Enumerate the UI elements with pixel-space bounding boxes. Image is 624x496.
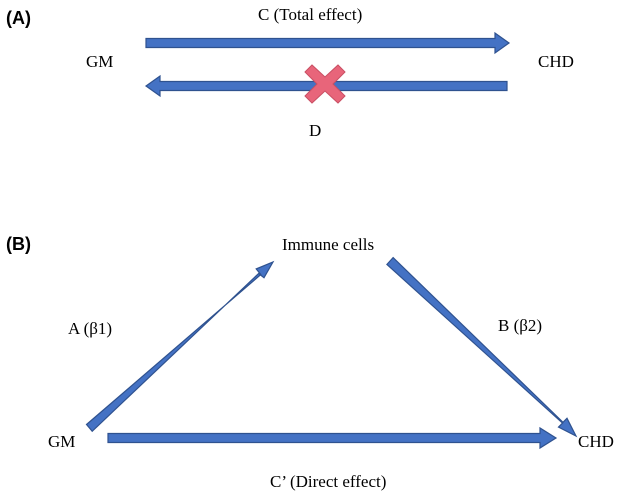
- total-effect-arrow-shape: [145, 31, 511, 55]
- panel-b-label: (B): [6, 234, 31, 254]
- panel-a-chd-node: CHD: [538, 52, 574, 71]
- reverse-effect-label: D: [309, 121, 321, 140]
- panel-a: (A) GM CHD C (Total effect) D: [6, 5, 574, 140]
- direct-effect-arrow: [107, 426, 558, 450]
- path-a-arrow-shape: [85, 260, 275, 433]
- total-effect-arrow: [145, 31, 511, 55]
- direct-effect-arrow-shape: [107, 426, 558, 450]
- path-b-arrow-shape: [386, 256, 578, 438]
- direct-effect-label: C’ (Direct effect): [270, 472, 386, 491]
- path-a-label: A (β1): [68, 319, 112, 338]
- panel-b-chd-node: CHD: [578, 432, 614, 451]
- panel-a-label: (A): [6, 8, 31, 28]
- cross-icon: [304, 64, 346, 104]
- panel-a-gm-node: GM: [86, 52, 113, 71]
- total-effect-label: C (Total effect): [258, 5, 362, 24]
- cross-icon-shape: [304, 64, 346, 104]
- panel-b-gm-node: GM: [48, 432, 75, 451]
- path-b-label: B (β2): [498, 316, 542, 335]
- immune-cells-node: Immune cells: [282, 235, 374, 254]
- path-a-arrow: [85, 260, 275, 433]
- path-b-arrow: [386, 256, 578, 438]
- panel-b: (B) Immune cells GM CHD A (β1) B (β2) C’…: [6, 234, 614, 491]
